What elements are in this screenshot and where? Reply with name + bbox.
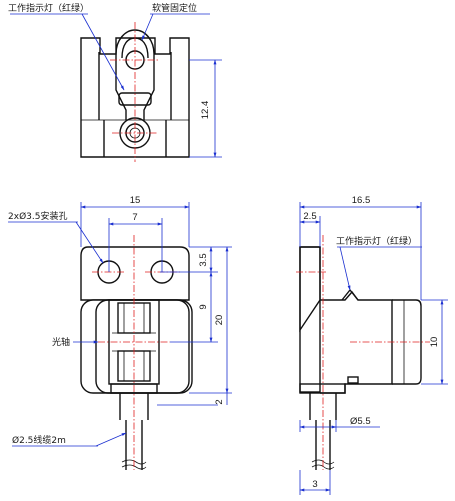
dim-bottom-gap: 2 <box>214 399 225 404</box>
dim-hole-spacing: 7 <box>132 212 137 223</box>
dim-front-width: 15 <box>130 195 141 206</box>
label-mount-holes: 2xØ3.5安装孔 <box>8 210 67 222</box>
dim-cable-width: 3 <box>312 479 317 490</box>
dim-front-height: 20 <box>214 315 225 326</box>
label-tube-fix: 软管固定位 <box>152 2 197 14</box>
dim-top-height: 12.4 <box>200 101 211 120</box>
dim-hole-offset: 3.5 <box>198 253 209 266</box>
dim-axis-offset: 9 <box>198 304 209 309</box>
label-cable: Ø2.5线缆2m <box>12 434 66 446</box>
dim-lens-height: 10 <box>429 337 440 348</box>
front-view: 15 7 3.5 9 20 2 2xØ3.5安装孔 光轴 Ø2.5线缆2m <box>8 195 232 470</box>
dim-side-width: 16.5 <box>352 195 371 206</box>
label-indicator-top: 工作指示灯（红绿） <box>8 2 89 14</box>
top-view: 12.4 工作指示灯（红绿） 软管固定位 <box>8 2 222 162</box>
side-view: 16.5 2.5 10 工作指示灯（红绿） Ø5.5 3 <box>296 195 448 495</box>
dim-cable-diameter: Ø5.5 <box>350 416 371 427</box>
label-indicator-side: 工作指示灯（红绿） <box>336 235 417 247</box>
label-optical-axis: 光轴 <box>52 336 70 348</box>
dim-side-wall: 2.5 <box>303 211 316 222</box>
